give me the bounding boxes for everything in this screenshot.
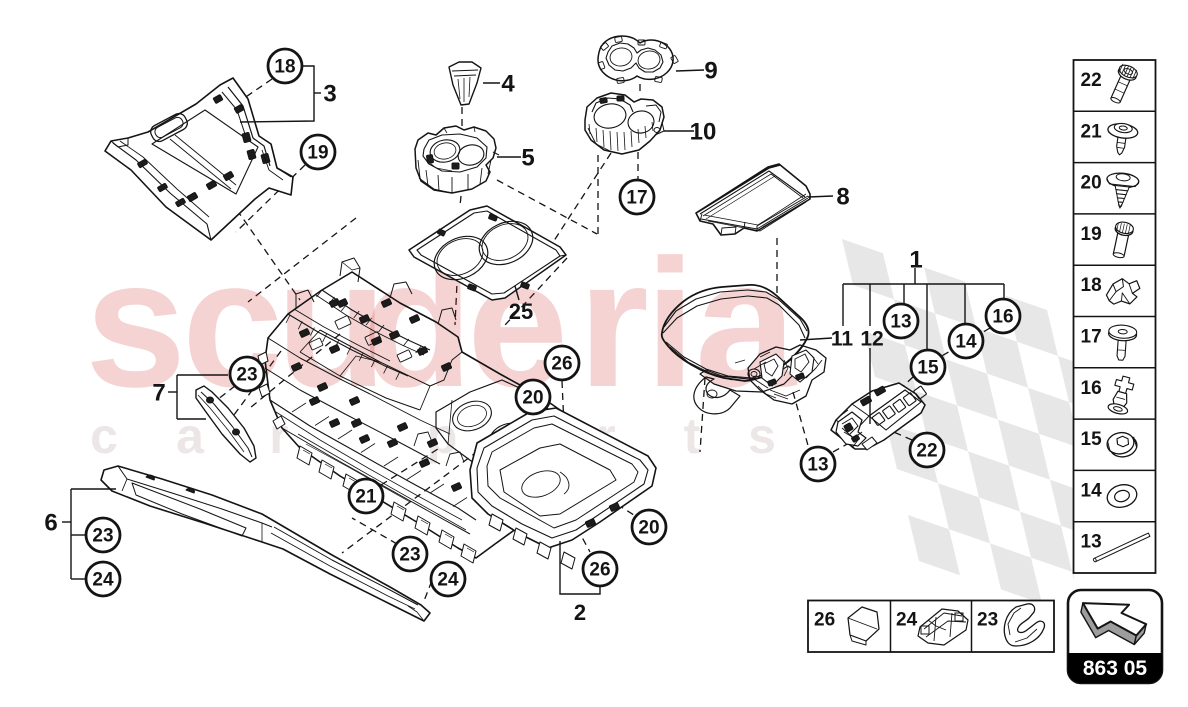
svg-text:24: 24 bbox=[896, 610, 918, 631]
svg-text:6: 6 bbox=[44, 510, 57, 537]
svg-text:15: 15 bbox=[1081, 429, 1103, 450]
svg-text:20: 20 bbox=[522, 388, 543, 409]
svg-text:15: 15 bbox=[917, 358, 939, 379]
svg-text:13: 13 bbox=[807, 455, 828, 476]
svg-text:23: 23 bbox=[399, 545, 420, 566]
svg-text:a: a bbox=[176, 408, 205, 464]
svg-text:11: 11 bbox=[831, 328, 854, 351]
svg-text:18: 18 bbox=[274, 57, 295, 78]
svg-text:4: 4 bbox=[501, 71, 515, 98]
svg-text:26: 26 bbox=[814, 610, 835, 631]
svg-text:21: 21 bbox=[1081, 121, 1103, 142]
svg-text:20: 20 bbox=[1081, 173, 1102, 194]
svg-text:10: 10 bbox=[690, 119, 717, 146]
svg-text:t: t bbox=[684, 408, 701, 464]
svg-text:23: 23 bbox=[92, 526, 113, 547]
svg-text:24: 24 bbox=[437, 570, 459, 591]
svg-text:863 05: 863 05 bbox=[1083, 657, 1148, 680]
svg-text:8: 8 bbox=[836, 184, 849, 211]
svg-text:r: r bbox=[269, 408, 288, 464]
svg-text:u: u bbox=[276, 221, 387, 425]
svg-text:3: 3 bbox=[323, 81, 336, 108]
svg-text:26: 26 bbox=[551, 354, 572, 375]
svg-text:16: 16 bbox=[1081, 378, 1102, 399]
svg-text:22: 22 bbox=[1081, 70, 1102, 91]
svg-text:i: i bbox=[645, 221, 696, 425]
svg-text:14: 14 bbox=[1081, 480, 1103, 501]
svg-text:14: 14 bbox=[955, 332, 977, 353]
svg-text:s: s bbox=[85, 221, 186, 425]
svg-text:21: 21 bbox=[355, 487, 377, 508]
svg-text:c: c bbox=[90, 408, 118, 464]
svg-text:26: 26 bbox=[589, 560, 610, 581]
svg-text:13: 13 bbox=[890, 312, 911, 333]
svg-text:19: 19 bbox=[1081, 224, 1102, 245]
svg-text:17: 17 bbox=[626, 188, 647, 209]
svg-text:24: 24 bbox=[92, 570, 114, 591]
svg-text:2: 2 bbox=[574, 600, 586, 625]
svg-text:13: 13 bbox=[1081, 532, 1102, 553]
svg-text:22: 22 bbox=[916, 441, 937, 462]
svg-text:17: 17 bbox=[1081, 327, 1102, 348]
svg-text:5: 5 bbox=[521, 145, 534, 172]
svg-text:1: 1 bbox=[909, 247, 922, 274]
svg-text:12: 12 bbox=[860, 328, 883, 351]
svg-text:19: 19 bbox=[307, 143, 328, 164]
svg-text:20: 20 bbox=[638, 518, 659, 539]
svg-text:7: 7 bbox=[152, 380, 165, 407]
svg-text:16: 16 bbox=[992, 307, 1013, 328]
svg-text:18: 18 bbox=[1081, 275, 1102, 296]
svg-text:23: 23 bbox=[236, 365, 257, 386]
svg-text:s: s bbox=[748, 408, 776, 464]
svg-text:25: 25 bbox=[509, 299, 533, 324]
svg-text:9: 9 bbox=[704, 58, 717, 85]
svg-text:r: r bbox=[578, 221, 649, 425]
svg-text:23: 23 bbox=[977, 610, 998, 631]
